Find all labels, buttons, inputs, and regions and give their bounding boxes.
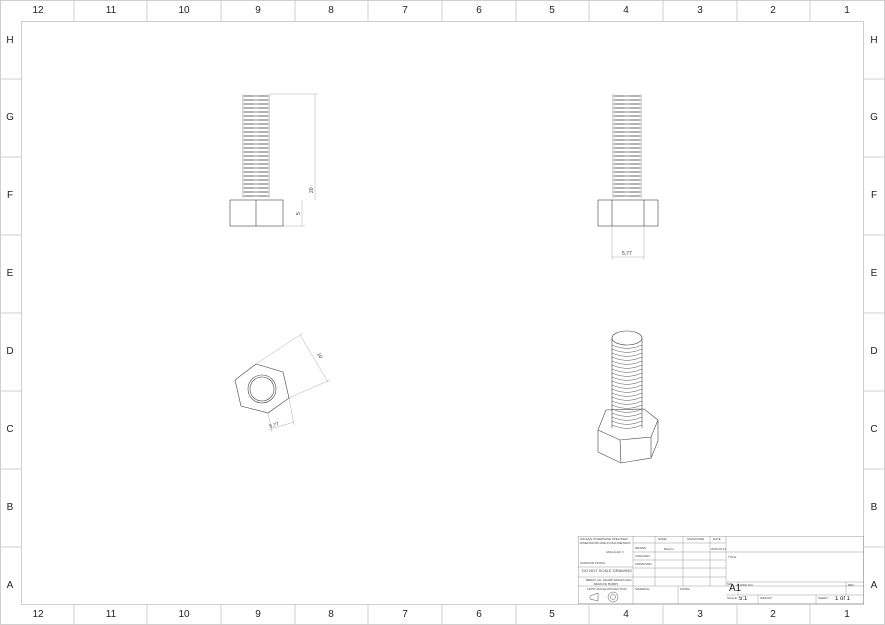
isometric-view	[597, 330, 659, 464]
row-label: G	[6, 112, 14, 123]
top-across-flats-dim: 10	[315, 352, 323, 360]
row-label: E	[6, 268, 14, 279]
column-label: 6	[476, 5, 482, 16]
sheet-value: 1 of 1	[835, 596, 851, 602]
header-signature: SIGNATURE	[687, 537, 705, 541]
column-label: 5	[549, 5, 555, 16]
title-label: TITLE:	[728, 555, 738, 559]
row-label: H	[6, 35, 14, 46]
column-label: 4	[623, 609, 629, 620]
dwg-no-label: DWG NO.	[740, 583, 754, 587]
column-label: 11	[105, 609, 117, 620]
row-label: C	[6, 424, 14, 435]
column-label: 8	[328, 609, 334, 620]
scale-label: SCALE:	[727, 596, 738, 600]
column-label: 7	[402, 609, 408, 620]
column-label: 4	[623, 5, 629, 16]
column-label: 9	[255, 5, 261, 16]
row-label: B	[6, 502, 14, 513]
column-label: 3	[697, 609, 703, 620]
column-label: 12	[32, 5, 44, 16]
row-label: B	[870, 502, 878, 513]
angular-tolerance: ANGULAR: ±	[606, 550, 624, 554]
weight-label: WEIGHT:	[760, 596, 773, 600]
front-view	[229, 93, 318, 227]
column-label: 5	[549, 609, 555, 620]
approved-label: APPROVED	[635, 562, 652, 566]
material-label: MATERIAL	[635, 587, 650, 591]
finish-label: FINISH	[680, 587, 690, 591]
column-label: 10	[178, 5, 190, 16]
row-label: C	[870, 424, 878, 435]
units-note: DIMENSIONS ARE IN MILLIMETERS	[580, 541, 631, 545]
row-label: D	[6, 346, 14, 357]
drawn-name: Bambu	[664, 547, 674, 551]
size-label: SIZE	[727, 583, 733, 586]
break-edges: BREAK ALL SHARP EDGES AND	[586, 578, 632, 582]
drawn-label: DRAWN	[635, 546, 647, 550]
title-block-grid	[578, 536, 864, 604]
row-label: A	[6, 580, 14, 591]
column-label: 1	[844, 5, 850, 16]
tolerance-note: UNLESS OTHERWISE SPECIFIED:	[580, 537, 629, 541]
drawn-date: 2025-05-13	[711, 547, 727, 551]
top-side-dim: 5,77	[269, 421, 280, 430]
header-name: NAME	[658, 537, 667, 541]
front-head-dim: 5	[296, 212, 302, 215]
row-label: A	[870, 580, 878, 591]
checked-label: CHECKED	[635, 554, 650, 558]
column-label: 6	[476, 609, 482, 620]
do-not-scale: DO NOT SCALE DRAWING	[582, 569, 633, 573]
front-length-dim: 20	[309, 187, 315, 193]
row-label: F	[6, 190, 14, 201]
column-label: 10	[178, 609, 190, 620]
column-label: 2	[770, 609, 776, 620]
size-value: A1	[729, 584, 742, 594]
column-label: 2	[770, 5, 776, 16]
title-block: UNLESS OTHERWISE SPECIFIED: DIMENSIONS A…	[578, 536, 864, 604]
sheet-label: SHEET	[818, 596, 829, 600]
rev-label: REV	[848, 583, 855, 587]
row-label: E	[870, 268, 878, 279]
column-label: 1	[844, 609, 850, 620]
row-label: D	[870, 346, 878, 357]
column-label: 7	[402, 5, 408, 16]
column-label: 12	[32, 609, 44, 620]
surface-finish: SURFACE FINISH:	[580, 561, 606, 565]
top-view	[234, 332, 331, 433]
remove-burrs: REMOVE BURRS	[594, 582, 619, 586]
scale-value: 5:1	[739, 596, 748, 602]
drawing-border	[21, 21, 864, 605]
column-label: 8	[328, 5, 334, 16]
projection-symbol	[589, 591, 619, 603]
column-label: 11	[105, 5, 117, 16]
row-label: G	[870, 112, 878, 123]
header-date: DATE	[713, 537, 721, 541]
projection-label: FIRST ANGLE PROJECTION	[587, 587, 627, 591]
column-label: 9	[255, 609, 261, 620]
side-view	[597, 94, 659, 260]
column-label: 3	[697, 5, 703, 16]
row-label: H	[870, 35, 878, 46]
row-label: F	[870, 190, 878, 201]
side-width-dim: 5,77	[622, 251, 632, 257]
